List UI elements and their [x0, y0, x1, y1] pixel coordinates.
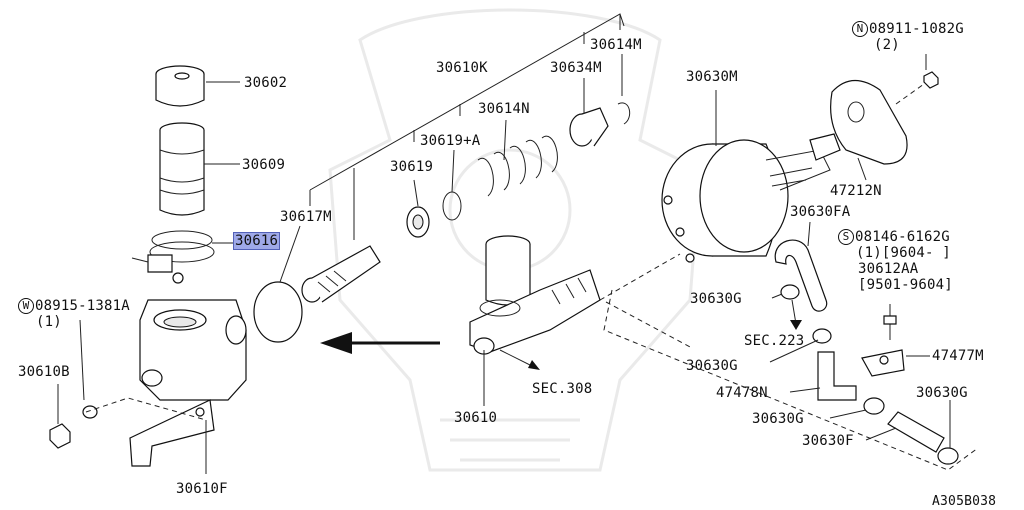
master-cylinder-30610 [469, 235, 601, 355]
clip-30614M [617, 102, 631, 125]
dashed-lines [85, 83, 979, 471]
label-30614m: 30614M [590, 37, 642, 53]
label-sec308: SEC.308 [532, 381, 593, 397]
label-30630g-d: 30630G [916, 385, 968, 401]
label-30612aa-range: [9501-9604] [858, 277, 953, 293]
label-w08915-qty: (1) [36, 314, 62, 330]
label-30617m: 30617M [280, 209, 332, 225]
diaphragm-disc [253, 281, 303, 343]
sec308-arrow [499, 349, 540, 370]
check-valve-47478N [817, 351, 857, 401]
s-marker-icon: S [838, 229, 854, 245]
reservoir-bracket-screw [131, 254, 184, 284]
reservoir-ring [149, 230, 215, 263]
label-sec223: SEC.223 [744, 333, 805, 349]
label-30610f: 30610F [176, 481, 228, 497]
label-30616[interactable]: 30616 [232, 232, 281, 250]
label-30630m: 30630M [686, 69, 738, 85]
w-marker-icon: W [18, 298, 34, 314]
label-30610: 30610 [454, 410, 498, 426]
label-30630g-b: 30630G [686, 358, 738, 374]
nut [49, 405, 98, 449]
reservoir-tank [159, 122, 205, 216]
label-30602: 30602 [244, 75, 288, 91]
label-47212n: 47212N [830, 183, 882, 199]
label-s08146-qty: (1)[9604- ] [856, 245, 951, 261]
clamp-30630G-d [937, 447, 959, 465]
washer-30619 [406, 206, 430, 238]
label-30634m: 30634M [550, 60, 602, 76]
master-cylinder-body [139, 299, 247, 401]
label-n08911-qty: (2) [874, 37, 900, 53]
diagram-id: A305B038 [932, 494, 997, 509]
vacuum-hose-30630FA [774, 239, 828, 312]
master-cylinder-bracket [129, 399, 215, 467]
nut-08911 [923, 71, 939, 89]
label-30619: 30619 [390, 159, 434, 175]
sec223-arrow [790, 299, 802, 330]
label-30612aa: 30612AA [858, 261, 919, 277]
clamp-30630G-b [812, 328, 832, 344]
bracket-47477M [861, 349, 905, 377]
clamp-30630G-a [780, 284, 800, 300]
brake-booster-30630M [661, 133, 841, 263]
label-30614n: 30614N [478, 101, 530, 117]
direction-arrow [320, 332, 440, 354]
bolt-08146 [883, 304, 897, 340]
boot-30614N [477, 135, 558, 197]
label-30610k: 30610K [436, 60, 488, 76]
label-30609: 30609 [242, 157, 286, 173]
hose-30630F [887, 411, 945, 453]
seal-30634M [569, 107, 609, 147]
n-marker-icon: N [852, 21, 868, 37]
booster-gasket-47212N [830, 79, 908, 165]
clamp-30630G-c [863, 397, 885, 415]
leader-lines [57, 13, 951, 474]
label-30630g-a: 30630G [690, 291, 742, 307]
label-30619a: 30619+A [420, 133, 481, 149]
label-30630f: 30630F [802, 433, 854, 449]
label-30630g-c: 30630G [752, 411, 804, 427]
label-30610b: 30610B [18, 364, 70, 380]
piston-assembly [301, 245, 381, 303]
label-30630fa: 30630FA [790, 204, 851, 220]
reservoir-cap [155, 65, 205, 107]
label-47478n: 47478N [716, 385, 768, 401]
label-47477m: 47477M [932, 348, 984, 364]
